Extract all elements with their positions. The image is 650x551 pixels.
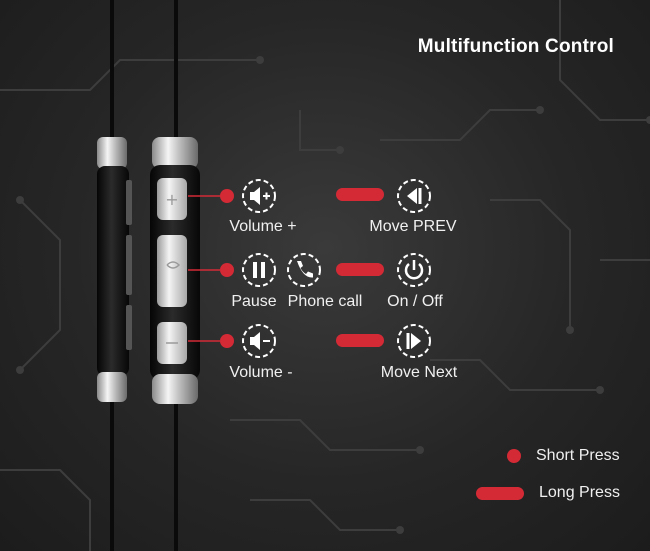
move-next-label: Move Next bbox=[380, 364, 458, 381]
volume-up-label: Volume + bbox=[229, 218, 297, 235]
phone-icon bbox=[287, 253, 321, 287]
page-title: Multifunction Control bbox=[417, 36, 614, 57]
volume-up-icon bbox=[242, 179, 276, 213]
on-off-label: On / Off bbox=[387, 293, 443, 310]
previous-track-icon bbox=[397, 179, 431, 213]
legend-long-press-bar bbox=[476, 487, 524, 500]
legend-short-press-dot bbox=[507, 449, 521, 463]
long-press-bar bbox=[336, 263, 384, 276]
legend-short-press-label: Short Press bbox=[536, 447, 620, 464]
move-prev-label: Move PREV bbox=[369, 218, 457, 235]
long-press-bar bbox=[336, 188, 384, 201]
volume-down-icon bbox=[242, 324, 276, 358]
power-icon bbox=[397, 253, 431, 287]
next-track-icon bbox=[397, 324, 431, 358]
long-press-bar bbox=[336, 334, 384, 347]
legend-long-press-label: Long Press bbox=[539, 484, 620, 501]
phone-call-label: Phone call bbox=[287, 293, 363, 310]
short-press-dot bbox=[220, 189, 234, 203]
svg-text:+: + bbox=[165, 190, 178, 209]
short-press-dot bbox=[220, 334, 234, 348]
volume-down-label: Volume - bbox=[229, 364, 293, 381]
short-press-dot bbox=[220, 263, 234, 277]
pause-icon bbox=[242, 253, 276, 287]
pause-label: Pause bbox=[231, 293, 277, 310]
